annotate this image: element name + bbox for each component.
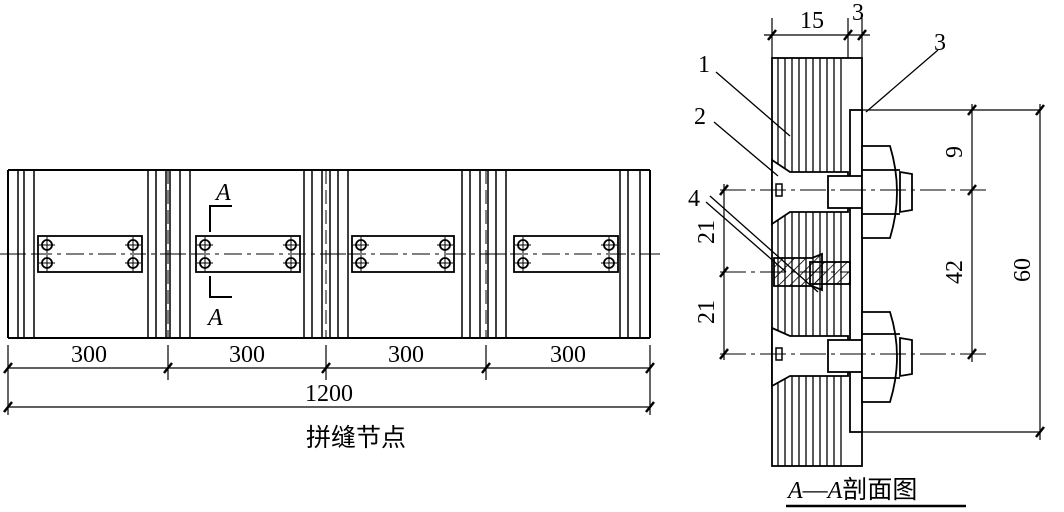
left-caption: 拼缝节点: [306, 424, 406, 452]
callout-2: 2: [694, 104, 706, 130]
bolt-upper: [827, 145, 913, 239]
caption-sep: —: [802, 477, 829, 504]
caption-mid: A: [826, 478, 843, 504]
top-dimension: [764, 18, 870, 58]
leader-lines: [705, 49, 939, 293]
dim-21-lower: 21: [694, 300, 720, 324]
segment-dim-1: 300: [71, 342, 107, 368]
bolt-lower: [827, 311, 913, 403]
section-view: 15 3 9 42 60 21 21: [688, 0, 1045, 508]
bolt-center-lines: [720, 189, 990, 355]
splice-plates: [34, 235, 622, 273]
section-caption: A—A剖面图: [786, 476, 917, 504]
dim-42: 42: [942, 260, 968, 284]
top-dim-3: 3: [852, 0, 864, 26]
section-marker-top: A: [214, 180, 231, 206]
elevation-view: A A 300 300 300 300 1200 拼缝节点: [0, 169, 660, 452]
dim-9: 9: [942, 146, 968, 158]
dimension-lines: [7, 345, 651, 415]
dimension-ticks: [3, 362, 655, 413]
section-marker: [209, 205, 232, 298]
steel-angle: [849, 109, 863, 433]
callout-4: 4: [688, 186, 700, 212]
segment-dim-4: 300: [550, 342, 586, 368]
left-dimensions: [719, 184, 729, 360]
segment-dim-3: 300: [388, 342, 424, 368]
dim-60: 60: [1010, 258, 1036, 282]
callout-1: 1: [698, 52, 710, 78]
section-marker-bottom: A: [206, 305, 223, 331]
segment-dim-2: 300: [229, 342, 265, 368]
top-dim-15: 15: [800, 8, 824, 34]
callout-3: 3: [934, 30, 946, 56]
caption-suffix: 剖面图: [842, 476, 917, 504]
caption-prefix: A: [786, 478, 803, 504]
total-dim: 1200: [305, 381, 353, 407]
right-dimensions: [967, 104, 1045, 440]
dim-21-upper: 21: [694, 220, 720, 244]
